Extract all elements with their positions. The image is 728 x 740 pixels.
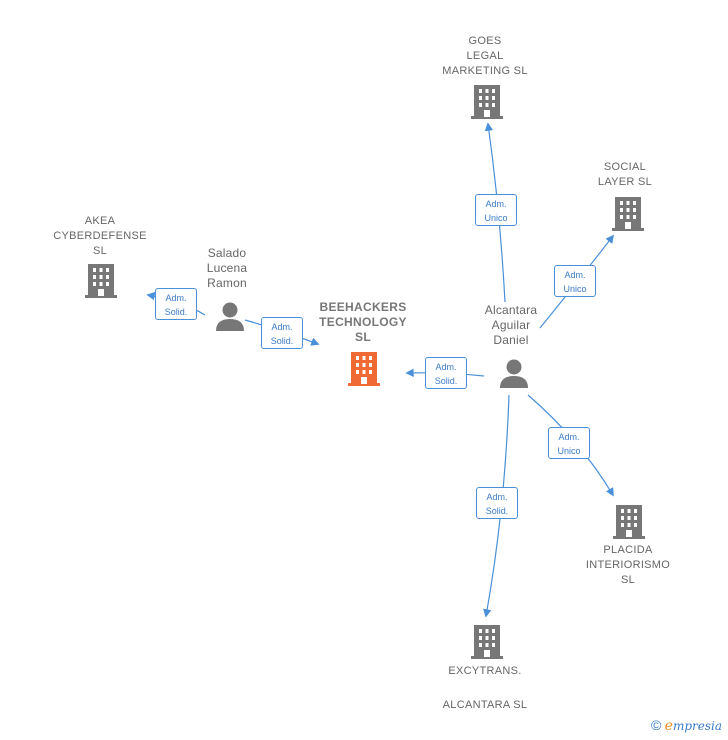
copyright-symbol: © [650, 717, 662, 733]
node-excytrans-label: EXCYTRANS. ALCANTARA SL [442, 665, 528, 711]
edge-label-salado-beehackers: Adm. Solid. [261, 317, 303, 349]
building-icon[interactable] [471, 625, 503, 659]
edge-label-alcantara-goes: Adm. Unico [475, 194, 517, 226]
brand-name: mpresia [672, 719, 722, 733]
node-placida-label: PLACIDA INTERIORISMO SL [585, 544, 671, 586]
edge-label-alcantara-social: Adm. Unico [554, 265, 596, 297]
brand-logo: © empresia [651, 717, 722, 734]
building-icon[interactable] [613, 505, 645, 539]
edge-label-salado-akea: Adm. Solid. [155, 288, 197, 320]
person-icon[interactable] [499, 358, 529, 388]
building-icon[interactable] [612, 197, 644, 231]
building-icon[interactable] [85, 264, 117, 298]
node-salado-label: Salado Lucena Ramon [206, 246, 248, 290]
brand-first-letter: e [664, 718, 673, 734]
building-icon[interactable] [348, 352, 380, 386]
node-social-label: SOCIAL LAYER SL [597, 161, 653, 188]
edge-label-alcantara-beehackers: Adm. Solid. [425, 357, 467, 389]
edge-label-alcantara-placida: Adm. Unico [548, 427, 590, 459]
node-akea-label: AKEA CYBERDEFENSE SL [53, 215, 147, 257]
person-icon[interactable] [215, 301, 245, 331]
node-beehackers-label: BEEHACKERS TECHNOLOGY SL [319, 300, 407, 344]
building-icon[interactable] [471, 85, 503, 119]
node-alcantara-daniel-label: Alcantara Aguilar Daniel [484, 303, 538, 347]
node-goes-label: GOES LEGAL MARKETING SL [442, 35, 528, 77]
edge-label-alcantara-excytrans: Adm. Solid. [476, 487, 518, 519]
